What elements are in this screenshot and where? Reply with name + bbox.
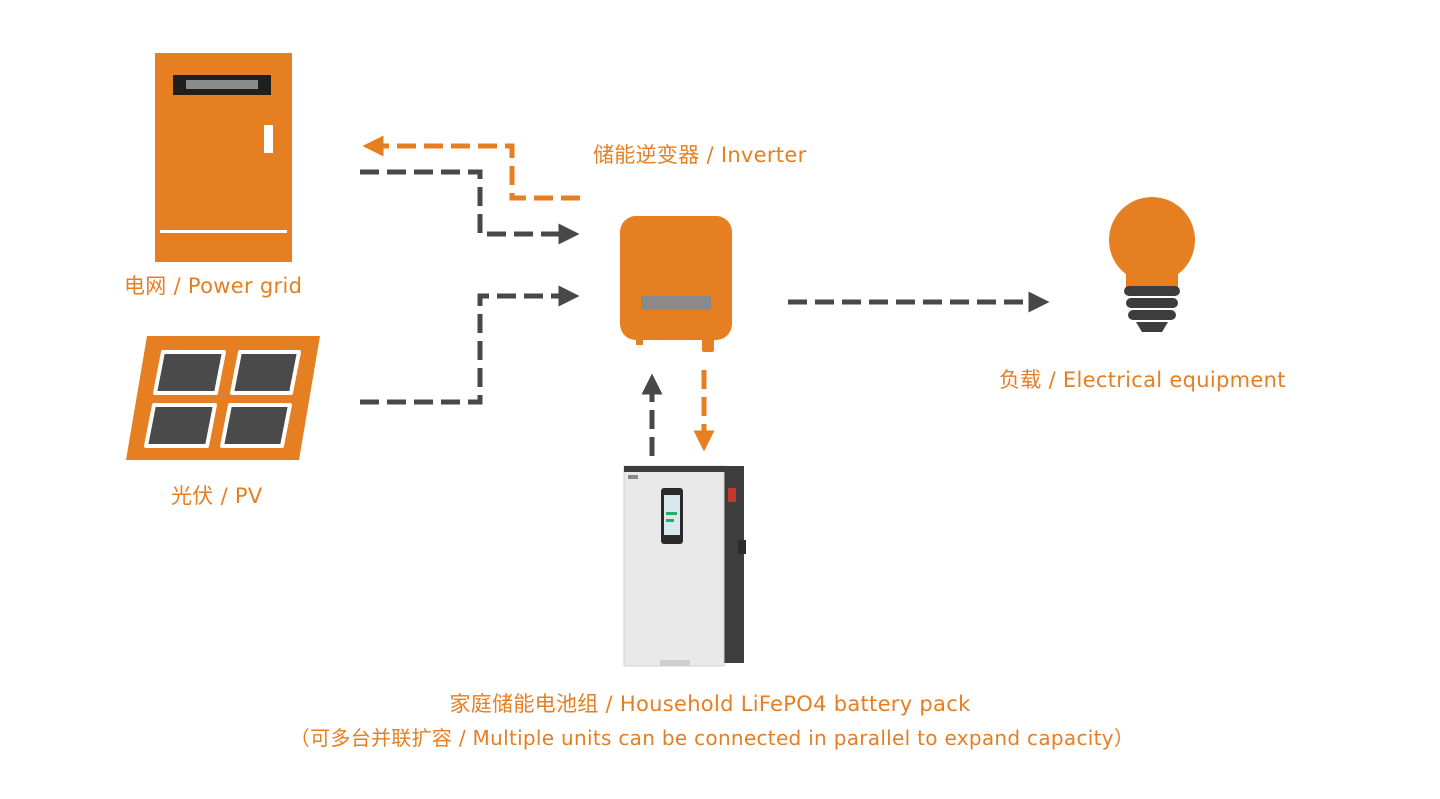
battery-pack-icon xyxy=(623,465,746,667)
pv-label: 光伏 / PV xyxy=(171,484,263,508)
arrow-inverter-to-grid xyxy=(362,135,580,201)
inverter-label: 储能逆变器 / Inverter xyxy=(593,143,807,167)
power-cabinet-icon xyxy=(155,53,292,262)
load-label: 负载 / Electrical equipment xyxy=(999,368,1286,392)
battery-label: 家庭储能电池组 / Household LiFePO4 battery pack xyxy=(449,692,971,716)
inverter-icon xyxy=(620,216,732,352)
grid-label: 电网 / Power grid xyxy=(124,274,303,298)
battery-note-label: （可多台并联扩容 / Multiple units can be connect… xyxy=(289,726,1135,750)
light-bulb-icon xyxy=(1109,197,1195,332)
arrow-grid-to-inverter xyxy=(360,169,580,245)
solar-panel-icon xyxy=(126,336,320,460)
arrow-pv-to-inverter xyxy=(360,285,580,405)
